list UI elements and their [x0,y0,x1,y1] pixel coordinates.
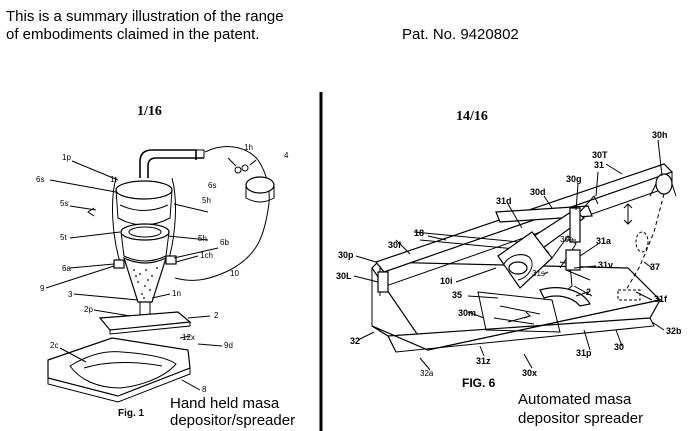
label-1n: 1n [172,289,181,298]
label-30h: 30h [652,130,668,140]
end-roller [656,174,672,194]
label-31p: 31p [576,348,592,358]
label-30e: 30e [560,235,574,244]
label-32b: 32b [666,326,682,336]
label-30L: 30L [336,271,352,281]
label-10: 10 [230,269,239,278]
label-12x: 12x [182,333,195,342]
label-6b: 6b [220,238,229,247]
label-5t: 5t [60,233,67,242]
left-fig-label: Fig. 1 [118,408,144,419]
label-2p: 2p [84,305,93,314]
hand-held-depositor-drawing: 1p 6s 1t 5s 5t 6a 9 3 2p 2c 1h 4 6s 5h 5… [36,143,289,402]
hopper-top [116,181,172,199]
label-31z: 31z [476,356,491,366]
label-30g: 30g [566,174,582,184]
pump-body [246,177,274,193]
label-9: 9 [40,284,45,293]
label-6a: 6a [62,264,71,273]
label-2c: 2c [50,341,58,350]
right-caption-line-2: depositor spreader [518,410,643,428]
label-6s-right: 6s [208,181,216,190]
label-5h-lower: 5h [198,234,207,243]
label-30d: 30d [530,187,546,197]
masa-cone [124,258,166,302]
label-31a: 31a [596,236,612,246]
label-31d: 31d [496,196,512,206]
label-3: 3 [68,290,73,299]
label-5s: 5s [60,199,68,208]
right-caption-line-1: Automated masa [518,391,631,409]
label-4: 4 [284,151,289,160]
label-9d: 9d [224,341,233,350]
label-30: 30 [614,342,624,352]
label-31s: 31s [532,269,545,278]
label-37: 37 [650,262,660,272]
label-32: 32 [350,336,360,346]
label-32a: 32a [420,369,434,378]
label-1ch: 1ch [200,251,213,260]
left-caption-line-2: depositor/spreader [170,412,295,430]
left-caption-line-1: Hand held masa [170,395,279,413]
label-1t: 1t [110,175,117,184]
label-8: 8 [202,385,207,394]
automated-depositor-drawing: 30h 30T 31 30g 30d 31d 18 30f 30p 30L 30… [336,130,682,378]
label-1h: 1h [244,143,253,152]
label-31: 31 [594,160,604,170]
label-30p: 30p [338,250,354,260]
label-30x: 30x [522,368,537,378]
label-31v: 31v [598,260,613,270]
label-1p: 1p [62,153,71,162]
right-fig-label: FIG. 6 [462,376,495,390]
label-2: 30m [458,308,476,318]
label-6s-left: 6s [36,175,44,184]
label-18: 18 [414,228,424,238]
label-10i: 10i [440,276,453,286]
label-2: 2 [214,311,219,320]
base-board [48,338,190,396]
label-35: 35 [452,290,462,300]
label-31f: 2 [586,287,591,297]
label-5h-upper: 5h [202,196,211,205]
label-30f: 30f [388,240,402,250]
hose [175,147,269,281]
label-30m: 31f [654,294,668,304]
label-30T: 30T [592,150,608,160]
